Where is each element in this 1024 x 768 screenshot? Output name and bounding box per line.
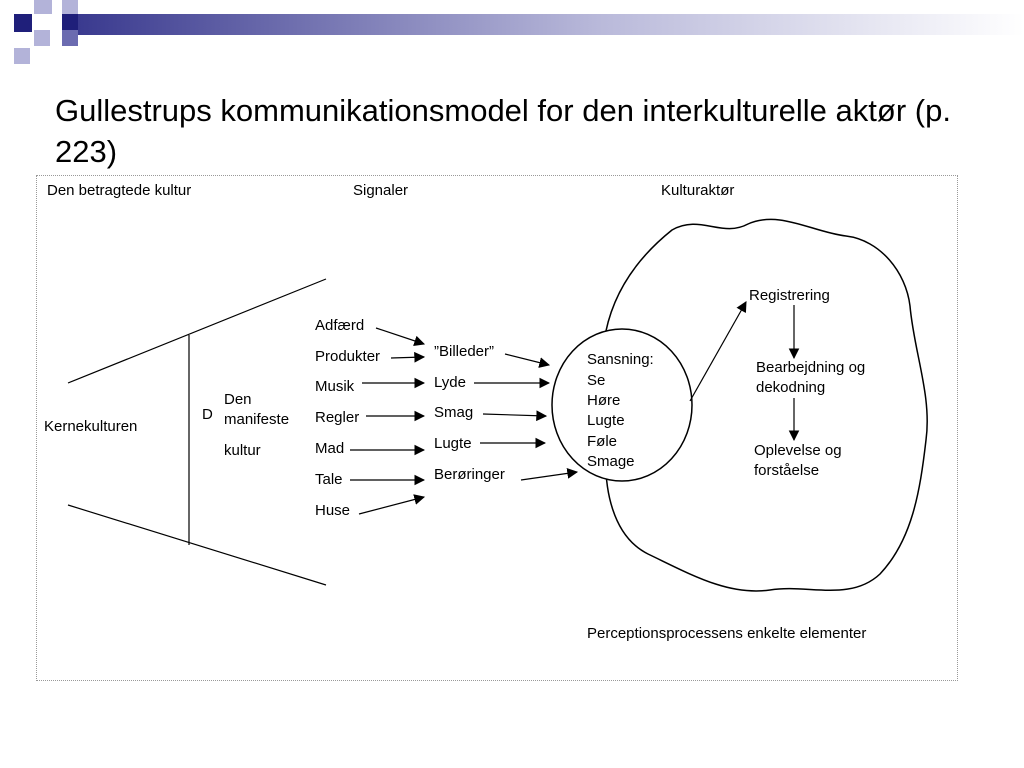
signal-item: Regler — [315, 409, 360, 426]
diagram-caption: Perceptionsprocessens enkelte elementer — [587, 625, 867, 642]
registration-label: Registrering — [749, 287, 830, 304]
header-decoration — [14, 0, 1024, 64]
deco-square — [62, 30, 78, 46]
deco-square — [62, 0, 78, 14]
experience-label: Oplevelse og forståelse — [754, 442, 842, 479]
diagram-frame — [36, 175, 958, 681]
header-culture-actor: Kulturaktør — [661, 182, 735, 199]
sense-item: Smage — [587, 453, 635, 470]
cone-upper-line — [67, 278, 327, 384]
perception-item: Smag — [434, 404, 474, 421]
deco-square — [14, 14, 32, 32]
perception-item: Berøringer — [434, 466, 505, 483]
perception-item: Lugte — [434, 435, 472, 452]
deco-square — [14, 48, 30, 64]
sense-item: Høre — [587, 392, 621, 409]
perception-item: Lyde — [434, 374, 466, 391]
header-signals: Signaler — [353, 182, 409, 199]
manifest-culture-line2: manifeste — [224, 411, 290, 428]
decoding-label: Bearbejdning og dekodning — [756, 359, 866, 396]
signal-item: Mad — [315, 440, 345, 457]
deco-square — [62, 14, 78, 30]
sense-item: Sansning: — [587, 351, 654, 368]
manifest-culture-line3: kultur — [224, 442, 261, 459]
arrow-adfaerd — [375, 327, 426, 347]
sensing-circle — [551, 328, 693, 482]
signal-item: Huse — [315, 502, 351, 519]
arrow-produkter — [390, 351, 426, 363]
core-culture-label: Kernekulturen — [44, 418, 138, 435]
arrow-to-registration — [689, 301, 747, 402]
sense-item: Føle — [587, 433, 617, 450]
signal-item: Musik — [315, 378, 355, 395]
signal-item: Produkter — [315, 348, 381, 365]
cone-lower-line — [67, 504, 327, 586]
sense-item: Se — [587, 372, 606, 389]
deco-square — [34, 0, 52, 14]
deco-square — [34, 30, 50, 46]
arrow-smag — [482, 410, 548, 422]
d-marker-label: D — [202, 406, 213, 423]
gradient-band — [78, 14, 1024, 35]
header-observed-culture: Den betragtede kultur — [47, 182, 192, 199]
perception-item: ”Billeder” — [434, 343, 495, 360]
signal-item: Adfærd — [315, 317, 365, 334]
arrow-huse — [358, 494, 426, 515]
slide-title: Gullestrups kommunikationsmodel for den … — [55, 93, 951, 169]
sense-item: Lugte — [587, 412, 625, 429]
manifest-culture-line1: Den — [224, 391, 252, 408]
arrow-beroringer — [520, 468, 579, 481]
arrow-billeder — [504, 353, 551, 368]
signal-item: Tale — [315, 471, 343, 488]
